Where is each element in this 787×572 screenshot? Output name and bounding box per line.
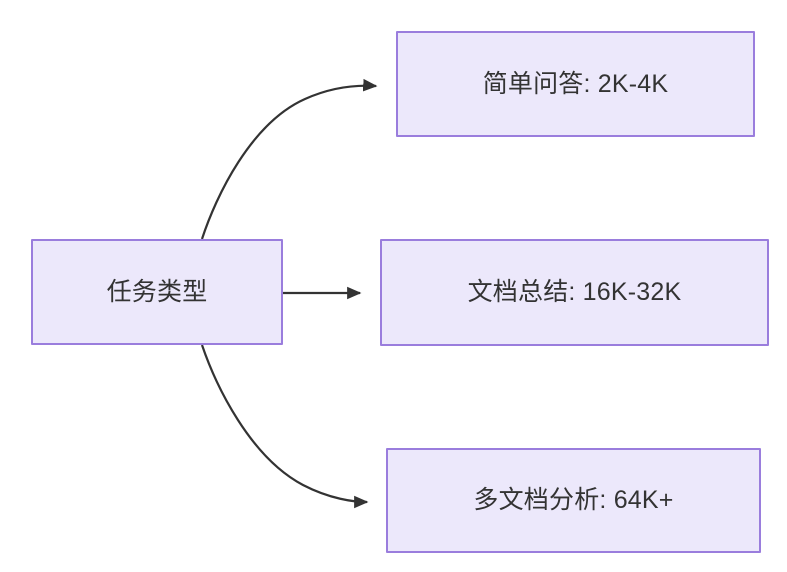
node-doc-summary[interactable]: 文档总结: 16K-32K bbox=[380, 239, 769, 346]
node-simple-qa-label: 简单问答: 2K-4K bbox=[482, 69, 669, 98]
node-multi-doc[interactable]: 多文档分析: 64K+ bbox=[386, 448, 761, 553]
node-task-type-label: 任务类型 bbox=[106, 277, 208, 306]
edge-source-to-multi-doc bbox=[200, 344, 369, 509]
node-simple-qa[interactable]: 简单问答: 2K-4K bbox=[396, 31, 755, 137]
edge-source-to-simple-qa bbox=[200, 78, 378, 240]
node-task-type[interactable]: 任务类型 bbox=[31, 239, 283, 345]
node-doc-summary-label: 文档总结: 16K-32K bbox=[467, 278, 682, 307]
node-multi-doc-label: 多文档分析: 64K+ bbox=[473, 486, 674, 515]
